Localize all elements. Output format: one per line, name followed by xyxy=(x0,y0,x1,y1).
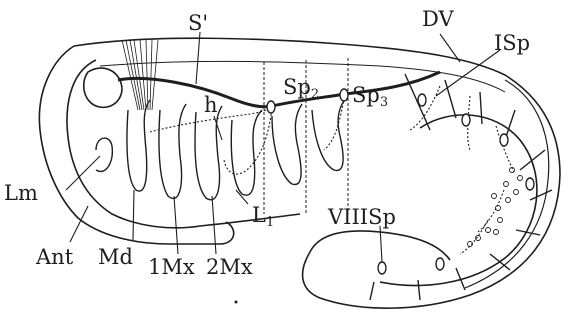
mandible-appendage xyxy=(127,100,150,191)
leader-s-prime xyxy=(196,32,200,84)
leader-1mx xyxy=(174,196,178,254)
trachea-abd-b xyxy=(496,126,514,172)
spiracle-abd-4 xyxy=(526,178,534,190)
trachea-abd-d xyxy=(460,220,488,254)
leg-1 xyxy=(231,110,262,195)
spiracle-abd-9 xyxy=(436,258,444,270)
stray-dot xyxy=(235,301,238,304)
label-2mx: 2Mx xyxy=(206,255,253,279)
leg-3 xyxy=(312,98,346,171)
nerve-cord xyxy=(118,72,440,107)
spiracle-abd-2 xyxy=(462,114,470,126)
abdomen-segment-7 xyxy=(516,230,540,235)
label-sp3-main: Sp xyxy=(352,83,380,107)
label-viiisp: VIIISp xyxy=(327,205,396,229)
ventral-wall xyxy=(200,214,300,226)
labrum-appendage xyxy=(96,138,112,171)
label-sp3-sub: 3 xyxy=(380,95,388,110)
abdomen-segment-5 xyxy=(520,150,545,170)
label-ant: Ant xyxy=(35,245,74,269)
second-maxilla-appendage xyxy=(195,106,222,200)
label-h: h xyxy=(204,93,218,117)
label-sp2: Sp2 xyxy=(283,75,319,102)
gland-cluster xyxy=(468,168,523,247)
abdomen-segment-10 xyxy=(418,280,420,300)
label-sp3: Sp3 xyxy=(352,83,388,110)
label-isp: ISp xyxy=(494,31,530,55)
abdomen-segment-6 xyxy=(530,190,552,200)
label-1mx: 1Mx xyxy=(148,255,195,279)
label-sp2-main: Sp xyxy=(283,75,311,99)
spiracle-abd-3 xyxy=(500,134,508,146)
spiracles xyxy=(267,89,534,274)
abdomen-inner-ring xyxy=(380,115,537,286)
label-l1-sub: 1 xyxy=(266,215,274,230)
label-s-prime: S' xyxy=(188,11,208,35)
optic-lobe xyxy=(84,68,122,107)
nerve-fan xyxy=(122,40,158,110)
leg-2 xyxy=(272,104,302,185)
label-l1: L1 xyxy=(252,203,274,230)
spiracle-sp2 xyxy=(267,101,275,113)
spiracle-sp3 xyxy=(340,89,348,101)
spiracle-viii xyxy=(378,262,386,274)
label-lm: Lm xyxy=(4,181,38,205)
trachea-abd-c xyxy=(478,190,504,232)
leader-h xyxy=(214,116,222,140)
label-md: Md xyxy=(98,245,133,269)
label-sp2-sub: 2 xyxy=(311,87,319,102)
abdomen-segment-11 xyxy=(370,282,374,300)
spiracle-isp xyxy=(418,94,426,106)
trachea-isp xyxy=(410,86,440,130)
leader-l1 xyxy=(236,190,248,204)
abdomen-segment-3 xyxy=(480,92,482,124)
label-dv: DV xyxy=(422,7,454,31)
label-l1-main: L xyxy=(252,203,266,227)
first-maxilla-appendage xyxy=(159,104,186,198)
leader-md xyxy=(133,190,134,240)
